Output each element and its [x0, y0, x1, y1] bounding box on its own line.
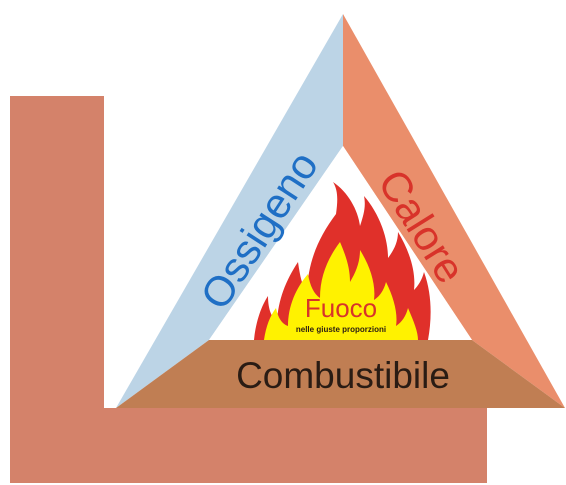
background-l-shape	[10, 96, 487, 483]
fuel-label: Combustibile	[236, 355, 450, 396]
heat-side	[343, 14, 565, 408]
fire-sublabel: nelle giuste proporzioni	[296, 325, 386, 334]
fire-label: Fuoco	[305, 293, 377, 323]
fuel-side	[116, 340, 565, 408]
flame-inner	[264, 242, 418, 340]
flame-icon	[254, 182, 431, 340]
oxygen-side	[116, 14, 343, 408]
